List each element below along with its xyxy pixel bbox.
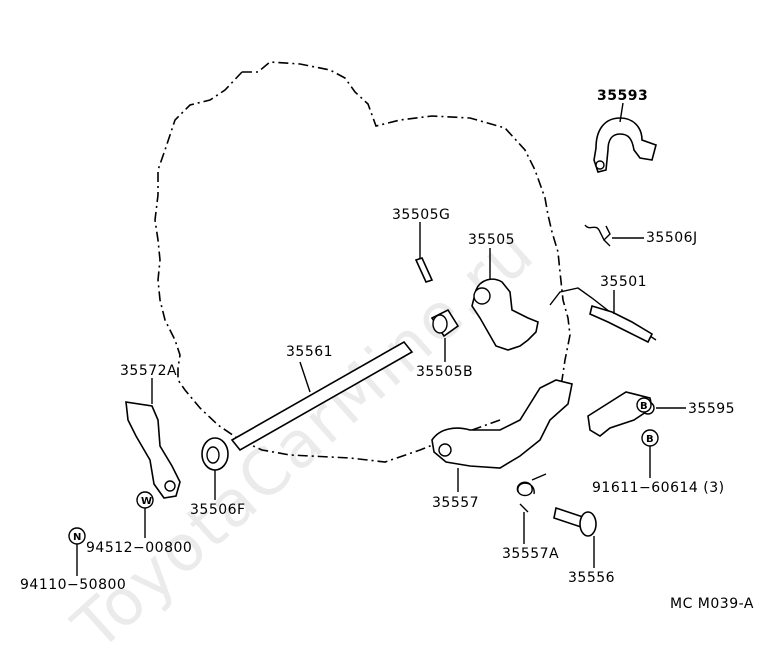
cable-end-shape [589, 304, 654, 344]
transmission-housing-outline [154, 61, 571, 463]
label-35595: 35595 [688, 401, 736, 417]
leader-35593 [619, 102, 624, 123]
label-35593: 35593 [597, 88, 649, 104]
footer-code: MC M039-A [670, 596, 754, 612]
label-35506J: 35506J [646, 230, 698, 246]
label-94512-00800: 94512−00800 [86, 540, 193, 556]
pin-35556-head [579, 511, 597, 537]
marker-n: N [73, 532, 81, 543]
clamp-35593-shape [593, 117, 657, 173]
marker-w-circle [136, 491, 154, 509]
shaft-35561-shape [230, 340, 414, 452]
clip-35506J-shape [584, 224, 611, 247]
label-35572A: 35572A [120, 363, 178, 379]
label-35505G: 35505G [392, 207, 451, 223]
label-35505: 35505 [468, 232, 516, 248]
label-35557A: 35557A [502, 546, 560, 562]
label-91611-60614: 91611−60614 (3) [592, 480, 725, 496]
label-35561: 35561 [286, 344, 334, 360]
marker-w: W [141, 496, 152, 507]
lever-boss [473, 287, 491, 305]
pin-35505G-shape [414, 257, 434, 283]
label-35556: 35556 [568, 570, 616, 586]
label-94110-50800: 94110−50800 [20, 577, 127, 593]
label-35505B: 35505B [416, 364, 474, 380]
marker-b2: B [640, 401, 648, 412]
clamp-hole [595, 160, 605, 170]
bracket-35572A-shape [125, 401, 181, 499]
marker-b2-circle [636, 397, 652, 413]
leader-35561 [299, 361, 311, 393]
bushing-face [432, 314, 448, 334]
bracket-hole [164, 480, 176, 492]
bushing-35506F-inner [206, 446, 220, 464]
label-35506F: 35506F [190, 502, 246, 518]
label-35501: 35501 [600, 274, 648, 290]
lever-35557-hole [438, 443, 452, 457]
marker-b: B [646, 434, 654, 445]
marker-n-circle [68, 527, 86, 545]
bracket-35595-shape [587, 391, 653, 437]
spring-35557A-shape [516, 473, 547, 513]
lever-35557-shape [431, 379, 573, 469]
label-35557: 35557 [432, 495, 480, 511]
